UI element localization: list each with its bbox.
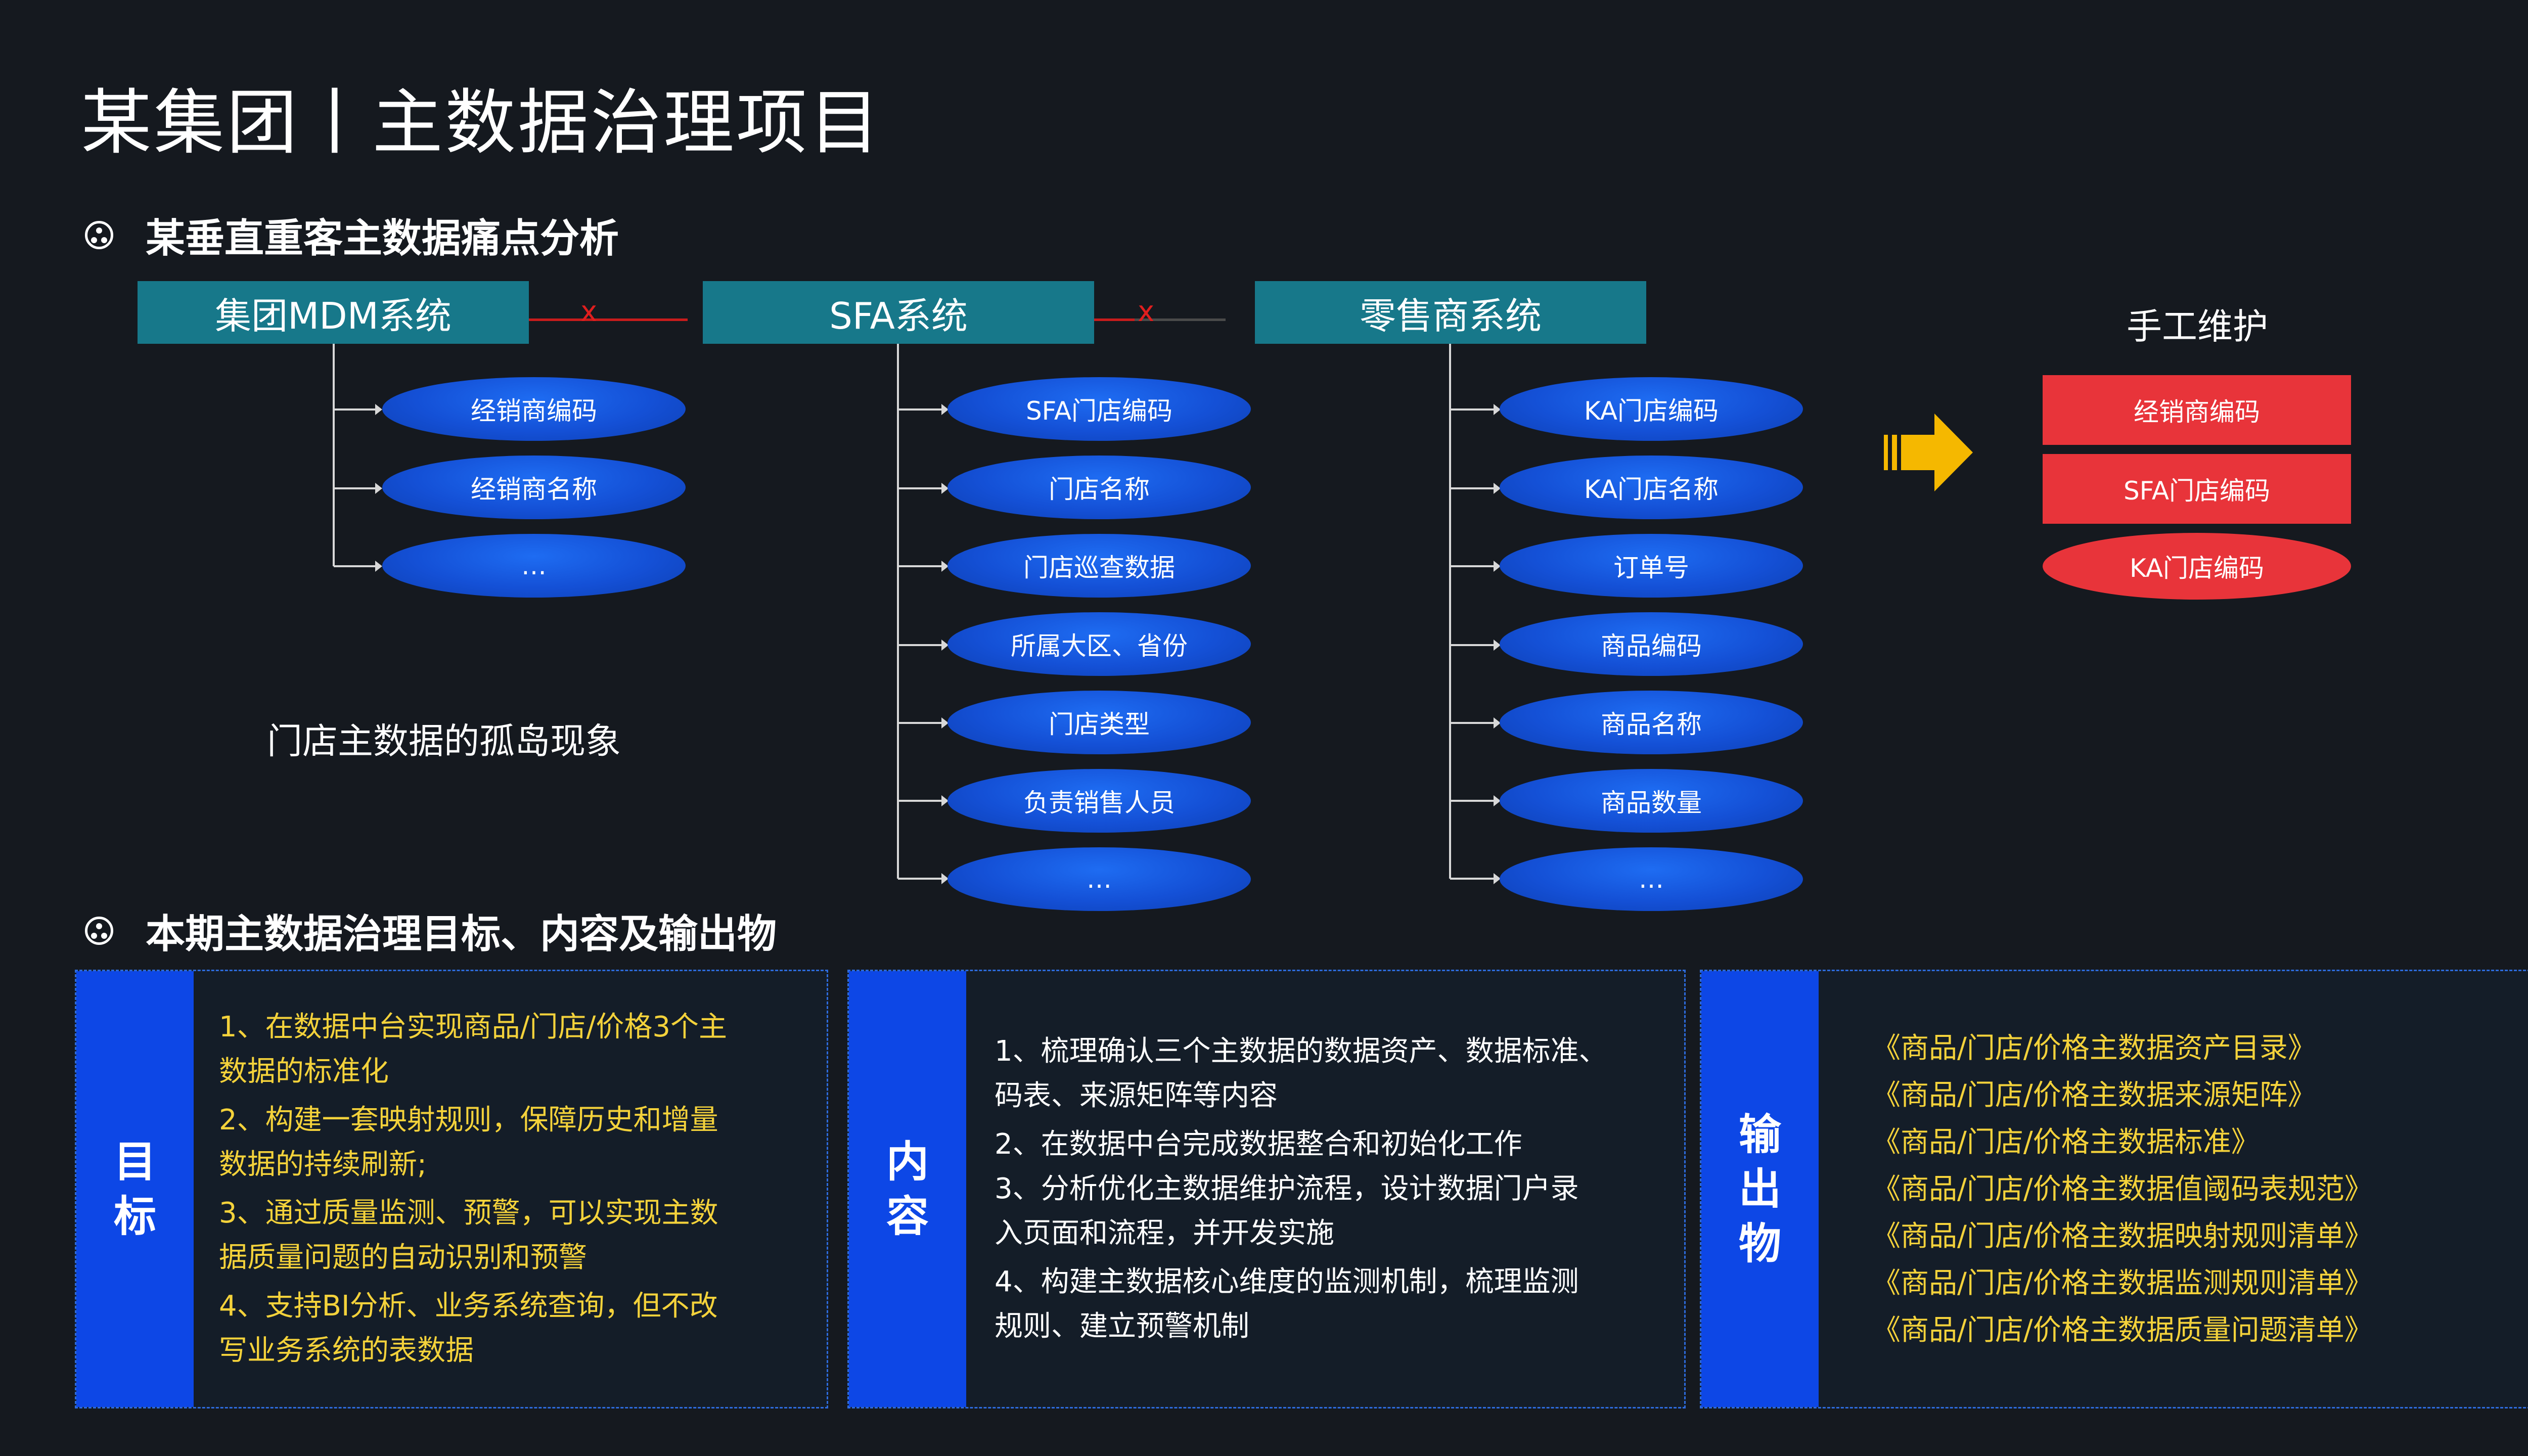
panel-goals: 目标 1、在数据中台实现商品/门店/价格3个主 数据的标准化 2、构建一套映射规… [75, 970, 828, 1408]
output-line: 《商品/门店/价格主数据资产目录》 [1872, 1031, 2316, 1065]
output-line: 《商品/门店/价格主数据质量问题清单》 [1872, 1313, 2373, 1347]
broken-link-mark: x [1138, 295, 1155, 328]
content-line: 4、构建主数据核心维度的监测机制，梳理监测 [995, 1265, 1579, 1298]
goal-line: 4、支持BI分析、业务系统查询，但不改 [219, 1290, 718, 1323]
tree-trunk [897, 344, 899, 879]
panel-body: 1、在数据中台实现商品/门店/价格3个主 数据的标准化 2、构建一套映射规则，保… [219, 971, 827, 1407]
output-line: 《商品/门店/价格主数据标准》 [1872, 1125, 2260, 1159]
manual-item: 经销商编码 [2043, 375, 2351, 445]
tree-arrow [898, 640, 949, 651]
tree-arrow [898, 483, 949, 494]
content-line: 规则、建立预警机制 [995, 1310, 1249, 1343]
system-box-mdm: 集团MDM系统 [138, 281, 529, 344]
field-oval: KA门店编码 [1500, 377, 1803, 441]
goal-line: 据质量问题的自动识别和预警 [219, 1241, 587, 1274]
content-line: 码表、来源矩阵等内容 [995, 1079, 1278, 1112]
system-box-sfa: SFA系统 [703, 281, 1094, 344]
goal-line: 数据的持续刷新; [219, 1148, 427, 1181]
broken-link-line [1135, 318, 1226, 321]
tree-arrow [1450, 561, 1501, 572]
panel-header-text: 输出物 [1738, 1110, 1781, 1268]
panel-header: 内容 [849, 971, 966, 1407]
field-oval: 商品编码 [1500, 612, 1803, 676]
field-oval: KA门店名称 [1500, 456, 1803, 519]
tree-arrow [1450, 873, 1501, 884]
content-line: 2、在数据中台完成数据整合和初始化工作 [995, 1128, 1522, 1161]
tree-arrow [898, 404, 949, 415]
goal-line: 3、通过质量监测、预警，可以实现主数 [219, 1197, 718, 1230]
broken-link-line [1094, 318, 1135, 321]
field-oval: SFA门店编码 [947, 377, 1251, 441]
panel-header-text: 目标 [113, 1137, 156, 1241]
arrow-right-icon [1884, 414, 1973, 491]
section-heading-pain-points: 某垂直重客主数据痛点分析 [85, 207, 619, 263]
field-oval: 负责销售人员 [947, 769, 1251, 833]
cluster-icon [85, 917, 113, 945]
field-oval: 商品数量 [1500, 769, 1803, 833]
goal-line: 2、构建一套映射规则，保障历史和增量 [219, 1104, 718, 1136]
output-line: 《商品/门店/价格主数据监测规则清单》 [1872, 1266, 2373, 1300]
tree-trunk [1449, 344, 1451, 879]
tree-arrow [334, 404, 382, 415]
field-oval: 门店类型 [947, 691, 1251, 754]
field-oval: 经销商编码 [382, 377, 686, 441]
content-line: 3、分析优化主数据维护流程，设计数据门户录 [995, 1172, 1579, 1205]
output-line: 《商品/门店/价格主数据值阈码表规范》 [1872, 1172, 2373, 1206]
cluster-icon [85, 221, 113, 249]
manual-item: KA门店编码 [2043, 533, 2351, 600]
manual-label: 手工维护 [2127, 306, 2268, 347]
page-title: 某集团丨主数据治理项目 [81, 82, 882, 164]
content-line: 入页面和流程，并开发实施 [995, 1217, 1334, 1250]
field-oval: … [382, 534, 686, 598]
panel-header-text: 内容 [886, 1137, 929, 1241]
tree-arrow [898, 873, 949, 884]
field-oval: 所属大区、省份 [947, 612, 1251, 676]
field-oval: … [1500, 847, 1803, 911]
goal-line: 1、在数据中台实现商品/门店/价格3个主 [219, 1011, 727, 1043]
manual-item: SFA门店编码 [2043, 454, 2351, 524]
content-line: 1、梳理确认三个主数据的数据资产、数据标准、 [995, 1035, 1607, 1068]
section-title: 某垂直重客主数据痛点分析 [146, 216, 619, 261]
island-caption: 门店主数据的孤岛现象 [267, 720, 621, 762]
field-oval: 订单号 [1500, 534, 1803, 598]
section-title: 本期主数据治理目标、内容及输出物 [146, 912, 777, 957]
tree-arrow [898, 717, 949, 729]
goal-line: 写业务系统的表数据 [219, 1334, 474, 1367]
field-oval: 门店巡查数据 [947, 534, 1251, 598]
tree-arrow [1450, 717, 1501, 729]
broken-link-mark: x [580, 295, 598, 328]
panel-body: 《商品/门店/价格主数据资产目录》 《商品/门店/价格主数据来源矩阵》 《商品/… [1872, 971, 2528, 1407]
tree-arrow [334, 561, 382, 572]
tree-arrow [1450, 483, 1501, 494]
tree-arrow [1450, 640, 1501, 651]
goal-line: 数据的标准化 [219, 1055, 389, 1088]
panel-content: 内容 1、梳理确认三个主数据的数据资产、数据标准、 码表、来源矩阵等内容 2、在… [847, 970, 1686, 1408]
broken-link-line [529, 318, 688, 321]
tree-arrow [1450, 795, 1501, 806]
tree-arrow [898, 795, 949, 806]
output-line: 《商品/门店/价格主数据映射规则清单》 [1872, 1219, 2373, 1253]
panel-body: 1、梳理确认三个主数据的数据资产、数据标准、 码表、来源矩阵等内容 2、在数据中… [995, 971, 1684, 1407]
field-oval: 门店名称 [947, 456, 1251, 519]
system-box-retailer: 零售商系统 [1255, 281, 1646, 344]
tree-arrow [1450, 404, 1501, 415]
panel-header: 输出物 [1701, 971, 1819, 1407]
section-heading-goals: 本期主数据治理目标、内容及输出物 [85, 903, 777, 959]
tree-trunk [333, 344, 335, 566]
output-line: 《商品/门店/价格主数据来源矩阵》 [1872, 1078, 2316, 1112]
field-oval: 经销商名称 [382, 456, 686, 519]
panel-header: 目标 [76, 971, 194, 1407]
field-oval: … [947, 847, 1251, 911]
field-oval: 商品名称 [1500, 691, 1803, 754]
tree-arrow [334, 483, 382, 494]
tree-arrow [898, 561, 949, 572]
panel-outputs: 输出物 《商品/门店/价格主数据资产目录》 《商品/门店/价格主数据来源矩阵》 … [1700, 970, 2528, 1408]
